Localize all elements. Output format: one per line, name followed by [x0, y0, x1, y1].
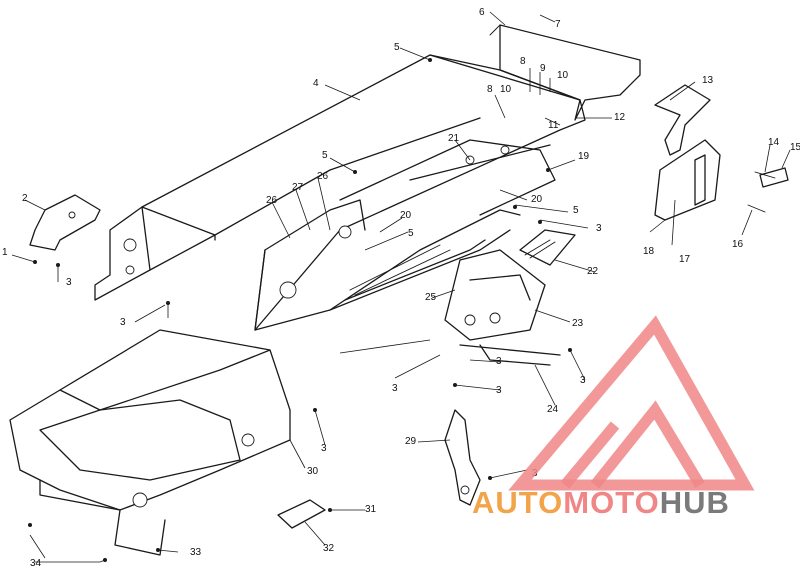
- callout-label: 12: [614, 112, 626, 123]
- callout-label: 10: [500, 84, 512, 95]
- bracket-29: [444, 409, 481, 506]
- callout-label: 6: [479, 7, 485, 18]
- callout-label: 3: [596, 223, 602, 234]
- callout-label: 3: [120, 317, 126, 328]
- callout-label: 5: [573, 205, 579, 216]
- callout-label: 2: [22, 193, 28, 204]
- callout-label: 3: [392, 383, 398, 394]
- small-plate: [277, 499, 326, 529]
- callout-label: 8: [520, 56, 526, 67]
- callout-label: 20: [531, 194, 543, 205]
- callout-label: 26: [317, 171, 329, 182]
- callout-label: 31: [365, 504, 377, 515]
- leader-lines: [11, 11, 791, 563]
- callout-label: 7: [555, 19, 561, 30]
- callout-label: 8: [487, 84, 493, 95]
- callout-label: 21: [448, 133, 460, 144]
- callout-label: 15: [790, 142, 800, 153]
- callout-label: 3: [321, 443, 327, 454]
- callout-label: 3: [580, 375, 586, 386]
- rod: [459, 344, 561, 366]
- callout-label: 29: [405, 436, 417, 447]
- callout-label: 25: [425, 292, 437, 303]
- watermark-text: AUTOMOTOHUB: [472, 485, 730, 520]
- bracket-left: [29, 194, 101, 251]
- callout-label: 17: [679, 254, 691, 265]
- callout-label: 34: [30, 558, 42, 567]
- fastener-dots: [28, 58, 572, 562]
- lower-frame: [9, 329, 291, 556]
- callout-label: 13: [702, 75, 714, 86]
- footrest-side: [654, 139, 721, 221]
- callout-label: 22: [587, 266, 599, 277]
- callout-label: 9: [540, 63, 546, 74]
- callout-labels: 1 2 3 3 3 3 3 3 3 3 3 4 5 5 5 5 6 7 8 8 …: [2, 7, 800, 567]
- callout-label: 11: [548, 120, 559, 131]
- rear-flap: [489, 24, 641, 121]
- handle: [654, 84, 711, 156]
- callout-label: 5: [322, 150, 328, 161]
- callout-label: 14: [768, 137, 780, 148]
- footrest-plate: [519, 229, 576, 266]
- callout-label: 3: [496, 356, 502, 367]
- callout-label: 3: [496, 385, 502, 396]
- footrest-bracket: [444, 249, 546, 341]
- callout-label: 1: [2, 247, 8, 258]
- callout-label: 30: [307, 466, 319, 477]
- callout-label: 5: [408, 228, 414, 239]
- callout-label: 24: [547, 404, 559, 415]
- callout-label: 16: [732, 239, 744, 250]
- callout-label: 5: [394, 42, 400, 53]
- watermark-logo: [508, 315, 755, 491]
- watermark-moto: MOTO: [563, 485, 659, 520]
- callout-label: 10: [557, 70, 569, 81]
- callout-label: 27: [292, 182, 304, 193]
- callout-label: 32: [323, 543, 335, 554]
- callout-label: 19: [578, 151, 590, 162]
- callout-label: 20: [400, 210, 412, 221]
- watermark-auto: AUTO: [472, 485, 563, 520]
- chassis-tunnel: [94, 54, 586, 331]
- bolts-right: [747, 167, 789, 213]
- callout-label: 18: [643, 246, 655, 257]
- callout-label: 33: [190, 547, 202, 558]
- callout-label: 23: [572, 318, 584, 329]
- callout-label: 3: [66, 277, 72, 288]
- callout-label: 4: [313, 78, 319, 89]
- callout-label: 26: [266, 195, 278, 206]
- watermark-hub: HUB: [660, 485, 730, 520]
